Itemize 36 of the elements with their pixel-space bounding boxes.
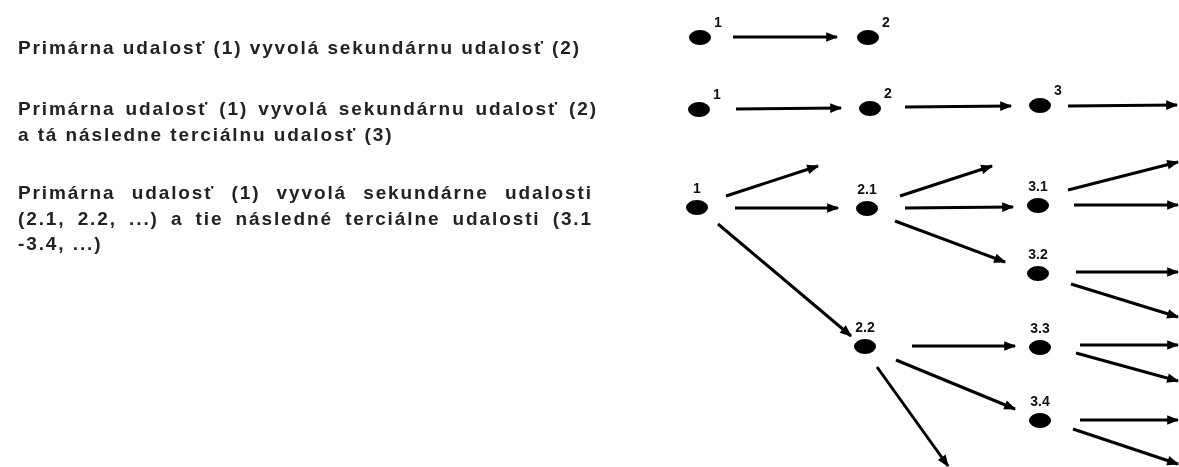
event-number: 2	[884, 86, 892, 100]
arrow	[735, 203, 840, 213]
event-number: 3.4	[1029, 394, 1051, 408]
event-number: 3.3	[1029, 321, 1051, 335]
arrow	[1080, 415, 1179, 425]
description-text: Primárna udalosť (1) vyvolá sekundárne udalosti (2.1, 2.2, ...) a tie následné terciálne udalosti (3.1 -3.4, ...)	[18, 181, 593, 256]
description-text: Primárna udalosť (1) vyvolá sekundárnu udalosť (2)	[18, 36, 582, 60]
event-number: 2	[882, 15, 890, 29]
arrow	[1075, 351, 1179, 383]
arrow	[905, 202, 1015, 212]
arrow	[912, 341, 1017, 351]
arrow	[1074, 200, 1179, 210]
arrow	[1068, 100, 1179, 110]
arrow	[1072, 427, 1179, 466]
arrow	[894, 219, 1007, 264]
arrow	[733, 32, 839, 42]
event-number: 1	[713, 87, 721, 101]
arrow	[895, 358, 1017, 411]
arrow	[899, 164, 994, 198]
event-number: 3	[1054, 83, 1062, 97]
event-number: 1	[714, 15, 722, 29]
arrow	[1067, 160, 1179, 192]
arrow	[725, 164, 820, 198]
event-number: 2.2	[854, 320, 876, 334]
arrow	[905, 101, 1013, 111]
arrow	[717, 222, 852, 338]
arrow	[736, 103, 843, 113]
event-number: 2.1	[856, 182, 878, 196]
description-text: Primárna udalosť (1) vyvolá sekundárnu udalosť (2) a tá následne terciálnu udalosť (3)	[18, 97, 598, 147]
arrow	[875, 366, 950, 467]
event-number: 3.1	[1027, 179, 1049, 193]
event-number: 3.2	[1027, 247, 1049, 261]
arrow	[1080, 340, 1179, 350]
event-number: 1	[692, 181, 702, 195]
arrow	[1076, 267, 1179, 277]
arrow	[1070, 282, 1179, 319]
